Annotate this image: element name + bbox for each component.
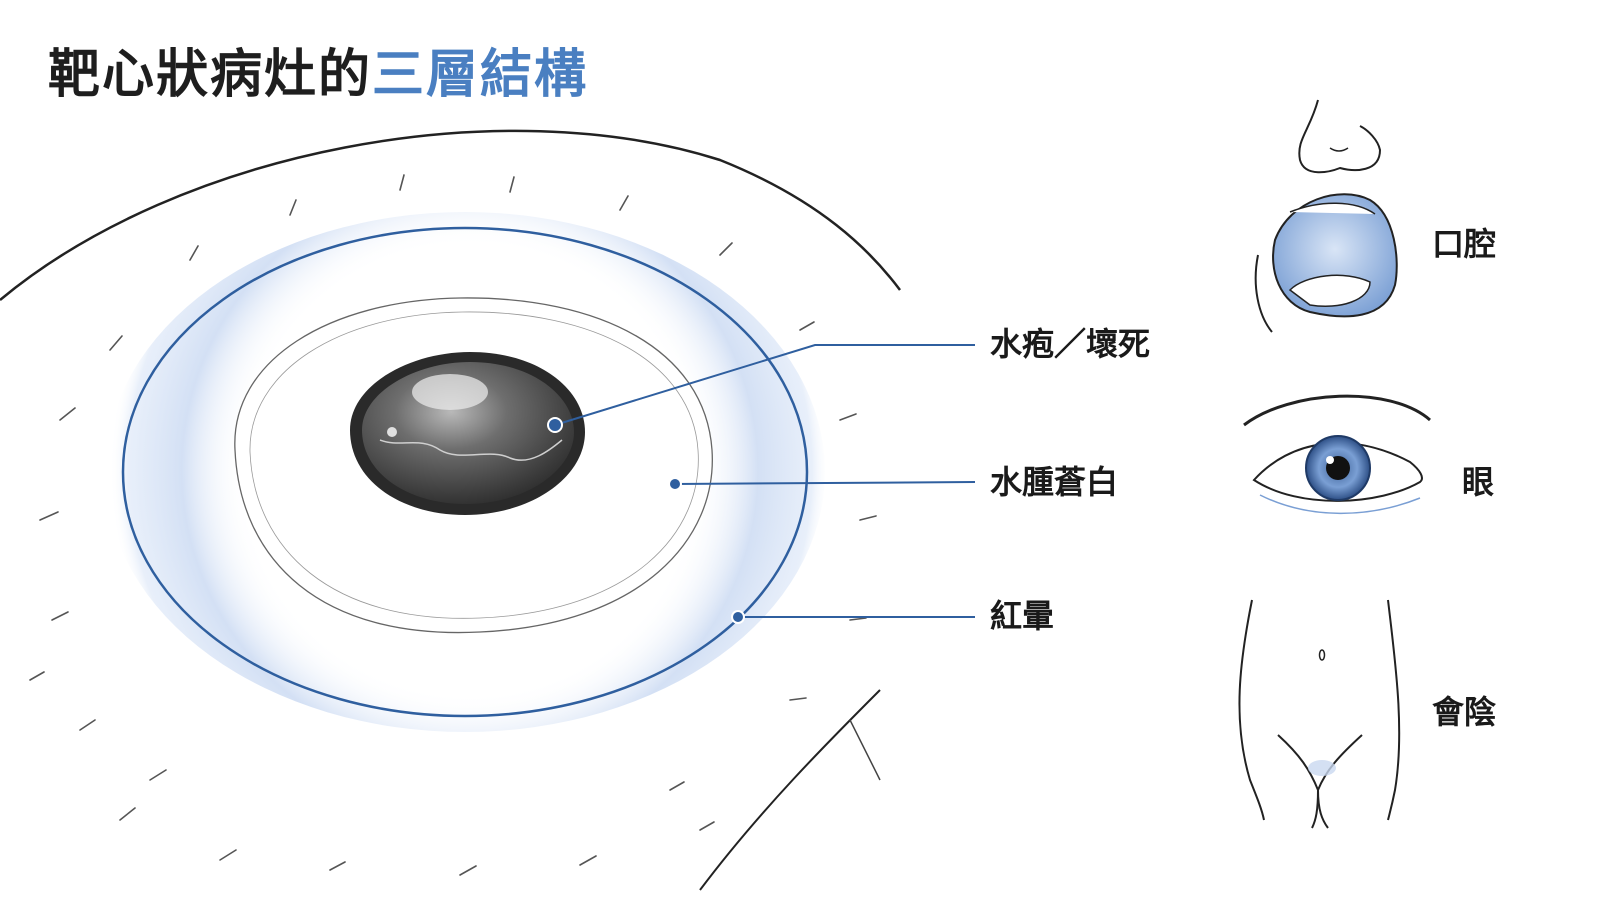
skin-outline (0, 129, 901, 301)
erythema-dot (731, 610, 745, 624)
erythema-border (121, 226, 809, 718)
oral-illustration (1254, 99, 1398, 333)
title-accent: 三層結構 (372, 45, 589, 105)
skin-fold-line-2 (849, 719, 881, 781)
callout-blister-label: 水疱／壞死 (990, 325, 1151, 363)
genital-illustration (1238, 599, 1401, 829)
blister-highlight (412, 374, 488, 410)
skin-fold-line (699, 689, 881, 891)
site-eye-label: 眼 (1462, 463, 1495, 501)
navel (1318, 649, 1326, 661)
site-genital-label: 會陰 (1432, 693, 1497, 731)
page-title: 靶心狀病灶的三層結構 (48, 32, 588, 107)
eye-illustration (1243, 394, 1431, 515)
callout-erythema-label: 紅暈 (990, 597, 1055, 635)
callout-edema-label: 水腫蒼白 (990, 463, 1119, 501)
leader-dots (547, 417, 745, 624)
edema-inner-edge (249, 311, 699, 619)
leader-lines (554, 344, 976, 618)
blister-texture (379, 439, 563, 461)
site-oral-label: 口腔 (1432, 225, 1497, 263)
title-main: 靶心狀病灶的 (48, 45, 373, 105)
hair-strokes (29, 174, 877, 876)
edema-dot (668, 477, 682, 491)
blister-dot (547, 417, 563, 433)
